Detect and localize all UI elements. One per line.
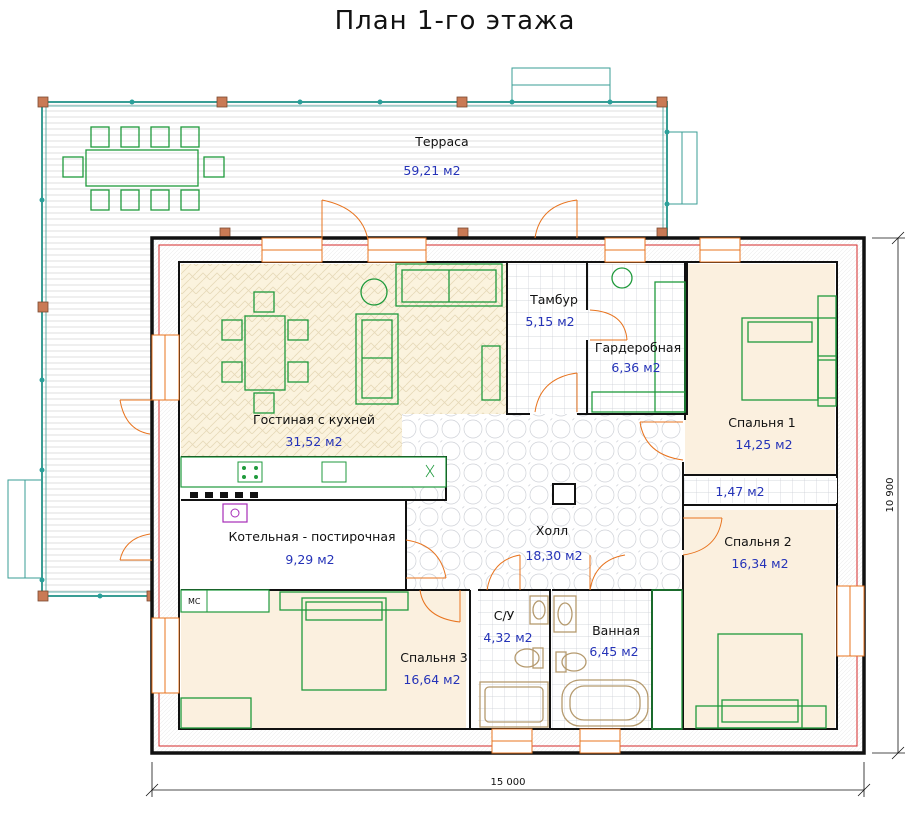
wc-area: 4,32 м2 <box>483 630 532 645</box>
living-furniture <box>221 263 503 414</box>
kitchen-counter <box>180 456 447 498</box>
boiler-area: 9,29 м2 <box>285 552 334 567</box>
living-area: 31,52 м2 <box>285 434 342 449</box>
sanitary-fixtures <box>479 595 649 728</box>
bath-area: 6,45 м2 <box>589 644 638 659</box>
boiler-name: Котельная - постирочная <box>228 529 395 544</box>
hall-name: Холл <box>536 523 568 538</box>
bath-name: Ванная <box>592 623 640 638</box>
wc-name: С/У <box>494 608 515 623</box>
closet-area: 1,47 м2 <box>715 484 764 499</box>
dimension-lines <box>145 231 905 797</box>
living-name: Гостиная с кухней <box>253 412 375 427</box>
terrace-dining-set <box>62 126 225 211</box>
wardrobe-name: Гардеробная <box>595 340 681 355</box>
windows <box>151 237 865 754</box>
doors <box>119 199 723 623</box>
wardrobe-area: 6,36 м2 <box>611 360 660 375</box>
terrace <box>7 67 698 602</box>
hall-area: 18,30 м2 <box>525 548 582 563</box>
terrace-name: Терраса <box>414 134 468 149</box>
vestibule-area: 5,15 м2 <box>525 314 574 329</box>
terrace-area: 59,21 м2 <box>403 163 460 178</box>
bedroom1-area: 14,25 м2 <box>735 437 792 452</box>
dimension-width: 15 000 <box>491 777 526 788</box>
boiler-equipment <box>180 503 270 613</box>
bedroom3-furniture <box>180 591 409 729</box>
bedroom3-area: 16,64 м2 <box>403 672 460 687</box>
bedroom3-name: Спальня 3 <box>400 650 468 665</box>
vestibule-name: Тамбур <box>529 292 578 307</box>
bedroom1-furniture <box>741 295 837 407</box>
wardrobe-furniture <box>591 267 686 413</box>
appliance-label: МС <box>188 597 201 606</box>
bedroom1-name: Спальня 1 <box>728 415 796 430</box>
plan-title: План 1-го этажа <box>334 6 576 36</box>
bedroom2-area: 16,34 м2 <box>731 556 788 571</box>
dimension-height: 10 900 <box>885 478 896 513</box>
bedroom2-furniture <box>651 589 827 730</box>
hall-column <box>552 483 576 505</box>
bedroom2-name: Спальня 2 <box>724 534 792 549</box>
